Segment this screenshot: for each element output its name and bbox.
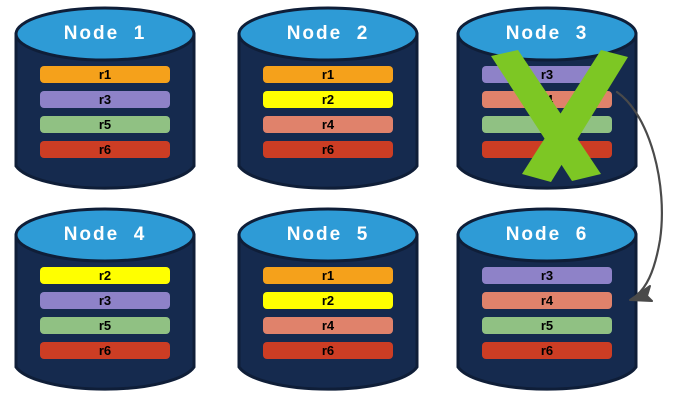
replica-bar-r6[interactable]: r6 [482,342,612,359]
replica-bar-r4[interactable]: r4 [263,116,393,133]
replica-bar-r5[interactable]: r5 [40,116,170,133]
replica-list-5: r1 r2 r4 r6 [237,207,419,395]
replica-label: r2 [321,293,335,308]
replica-bar-r4[interactable]: r4 [482,91,612,108]
replica-list-1: r1 r3 r5 r6 [14,6,196,194]
replica-bar-r6[interactable]: r6 [40,141,170,158]
node-label-5: Node 5 [286,224,370,245]
replica-label: r6 [321,142,335,157]
replica-bar-r3[interactable]: r3 [482,66,612,83]
replica-label: r4 [321,318,335,333]
replica-bar-r6[interactable]: r6 [263,141,393,158]
replica-bar-r6[interactable]: r6 [40,342,170,359]
replica-label: r2 [321,92,335,107]
replica-label: r5 [98,318,112,333]
replica-label: r6 [540,343,554,358]
replica-bar-r5[interactable]: r5 [482,116,612,133]
node-label-1: Node 1 [63,23,147,44]
replica-label: r3 [540,268,554,283]
replica-list-3: r3 r4 r5 r6 [456,6,638,194]
replica-bar-r6[interactable]: r6 [263,342,393,359]
replica-list-6: r3 r4 r5 r6 [456,207,638,395]
node-cylinder-1[interactable]: Node 1 r1 r3 r5 r6 [14,6,196,194]
replica-bar-r1[interactable]: r1 [263,66,393,83]
replica-bar-r2[interactable]: r2 [263,292,393,309]
replica-label: r1 [321,268,335,283]
replica-label: r1 [321,67,335,82]
replica-label: r4 [540,293,554,308]
replica-label: r3 [98,92,112,107]
replica-bar-r1[interactable]: r1 [263,267,393,284]
node-label-3: Node 3 [505,23,589,44]
replica-label: r2 [98,268,112,283]
replica-label: r6 [540,142,554,157]
replica-bar-r5[interactable]: r5 [482,317,612,334]
node-cylinder-3[interactable]: Node 3 r3 r4 r5 r6 [456,6,638,194]
replica-bar-r5[interactable]: r5 [40,317,170,334]
replica-list-2: r1 r2 r4 r6 [237,6,419,194]
replica-label: r3 [98,293,112,308]
replica-bar-r6[interactable]: r6 [482,141,612,158]
replica-bar-r3[interactable]: r3 [482,267,612,284]
replica-label: r5 [98,117,112,132]
replica-label: r6 [98,343,112,358]
replica-bar-r2[interactable]: r2 [263,91,393,108]
node-label-4: Node 4 [63,224,147,245]
replica-bar-r1[interactable]: r1 [40,66,170,83]
node-cylinder-6[interactable]: Node 6 r3 r4 r5 r6 [456,207,638,395]
replica-bar-r3[interactable]: r3 [40,91,170,108]
replica-label: r5 [540,117,554,132]
replica-label: r6 [321,343,335,358]
replica-bar-r2[interactable]: r2 [40,267,170,284]
node-label-2: Node 2 [286,23,370,44]
replica-bar-r4[interactable]: r4 [263,317,393,334]
replica-label: r6 [98,142,112,157]
node-cylinder-2[interactable]: Node 2 r1 r2 r4 r6 [237,6,419,194]
replica-bar-r3[interactable]: r3 [40,292,170,309]
replica-label: r3 [540,67,554,82]
replica-list-4: r2 r3 r5 r6 [14,207,196,395]
replica-bar-r4[interactable]: r4 [482,292,612,309]
replica-label: r4 [321,117,335,132]
replica-label: r5 [540,318,554,333]
replica-label: r4 [540,92,554,107]
replica-label: r1 [98,67,112,82]
node-cylinder-4[interactable]: Node 4 r2 r3 r5 r6 [14,207,196,395]
node-cylinder-5[interactable]: Node 5 r1 r2 r4 r6 [237,207,419,395]
node-label-6: Node 6 [505,224,589,245]
